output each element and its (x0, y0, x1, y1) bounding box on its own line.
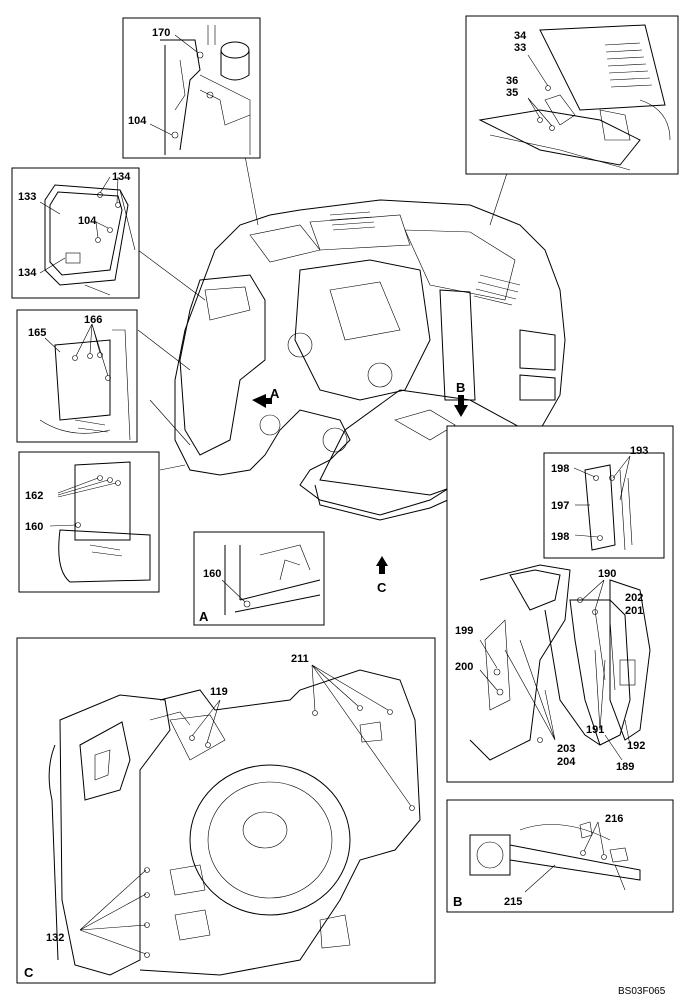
callout-215: 215 (504, 896, 522, 908)
vent-grille-top (329, 211, 521, 306)
callout-132: 132 (46, 932, 64, 944)
view-b-arrow (454, 395, 468, 417)
callout-193: 193 (630, 445, 648, 457)
callout-211: 211 (291, 653, 309, 665)
callout-166: 166 (84, 314, 102, 326)
callout-216: 216 (605, 813, 623, 825)
callout-192: 192 (627, 740, 645, 752)
callout-160: 160 (25, 521, 43, 533)
callout-160-detail-a: 160 (203, 568, 221, 580)
callout-198-bottom: 198 (551, 531, 569, 543)
inset-top-right: 34 33 36 35 (465, 15, 679, 175)
inset-cover: 134 133 104 134 (11, 167, 140, 299)
figure-code: BS03F065 (618, 986, 666, 997)
callout-204: 204 (557, 756, 576, 768)
view-a-arrow (252, 394, 272, 408)
inset-detail-b: 216 215 B (446, 799, 674, 913)
leader-lines (137, 139, 509, 471)
callout-199: 199 (455, 625, 473, 637)
callout-165: 165 (28, 327, 46, 339)
callout-197: 197 (551, 500, 569, 512)
view-b-arrow-letter: B (456, 380, 465, 395)
callout-200: 200 (455, 661, 473, 673)
view-c-arrow (376, 556, 388, 574)
callout-190: 190 (598, 568, 616, 580)
callout-203: 203 (557, 743, 575, 755)
view-a-arrow-letter: A (270, 386, 280, 401)
view-c-arrow-letter: C (377, 580, 387, 595)
callout-33: 33 (514, 42, 526, 54)
callout-191: 191 (586, 724, 604, 736)
detail-c-letter: C (24, 965, 34, 980)
callout-133: 133 (18, 191, 36, 203)
detail-b-letter: B (453, 894, 462, 909)
callout-34: 34 (514, 30, 527, 42)
door-vent-louvres (604, 42, 653, 88)
callout-35: 35 (506, 87, 518, 99)
callout-162: 162 (25, 490, 43, 502)
callout-134-bottom: 134 (18, 267, 37, 279)
callout-189: 189 (616, 761, 634, 773)
detail-a-letter: A (199, 609, 209, 624)
callout-170: 170 (152, 27, 170, 39)
inset-detail-a: 160 A (193, 531, 325, 626)
inset-right-door: 193 198 197 198 190 202 201 199 200 203 … (446, 425, 674, 783)
callout-36: 36 (506, 75, 518, 87)
inset-top-left: 170 104 (122, 17, 261, 159)
callout-201: 201 (625, 605, 643, 617)
callout-104: 104 (128, 115, 147, 127)
callout-134-top: 134 (112, 171, 131, 183)
callout-119: 119 (210, 686, 228, 698)
inset-panel-162: 162 160 (18, 451, 160, 593)
inset-panel-165: 166 165 (16, 309, 138, 443)
callout-198-top: 198 (551, 463, 569, 475)
callout-104-cover: 104 (78, 215, 97, 227)
inset-detail-c: 211 119 132 C (16, 637, 436, 984)
callout-202: 202 (625, 592, 643, 604)
